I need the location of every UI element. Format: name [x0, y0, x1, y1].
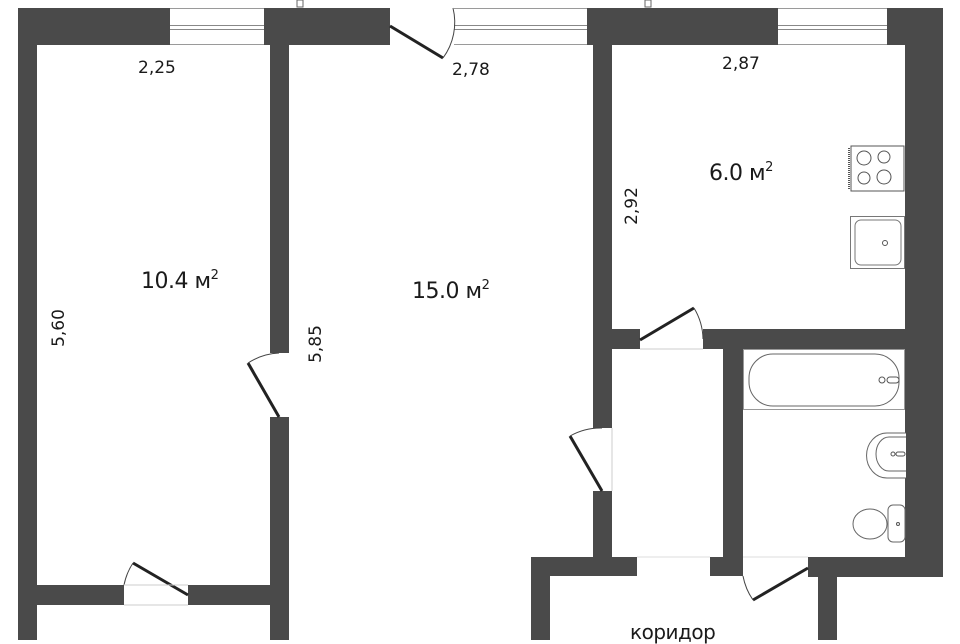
wall-left-center-upper: [270, 8, 289, 353]
wall-corridor-right: [818, 557, 837, 640]
wall-center-right-upper: [593, 8, 612, 428]
sink-icon: [850, 216, 905, 269]
area-left-room-value: 10.4 м: [141, 269, 211, 294]
wall-corridor-top-a: [531, 557, 637, 576]
area-unit-sup: 2: [210, 268, 219, 283]
area-unit-sup: 2: [481, 278, 490, 293]
window-kitchen: [778, 8, 887, 45]
dim-kitchen-width: 2,87: [722, 54, 760, 74]
wall-kitchen-right: [905, 8, 943, 573]
dim-center-room-width: 2,78: [452, 60, 490, 80]
wall-corridor-left: [531, 557, 550, 640]
wall-top-mid-right: [587, 8, 778, 45]
stove-icon: [848, 145, 905, 192]
wall-bathroom-left: [723, 329, 743, 573]
wall-kitchen-bottom-b: [703, 329, 943, 349]
dim-left-room-width: 2,25: [138, 58, 176, 78]
toilet-icon: [852, 504, 906, 543]
area-left-room: 10.4 м2: [141, 268, 219, 294]
dim-left-room-length: 5,60: [48, 309, 69, 347]
wall-left-exterior: [18, 8, 37, 640]
area-center-room: 15.0 м2: [412, 278, 490, 304]
area-unit-sup: 2: [765, 160, 773, 175]
window-center-room: [454, 8, 587, 45]
dim-center-room-length: 5,85: [305, 325, 326, 363]
label-corridor: коридор: [630, 620, 716, 644]
area-kitchen: 6.0 м2: [709, 160, 773, 186]
area-kitchen-value: 6.0 м: [709, 161, 766, 186]
wall-left-center-lower: [270, 417, 289, 640]
area-center-room-value: 15.0 м: [412, 279, 482, 304]
washbasin-icon: [866, 432, 906, 479]
wall-corridor-top-b: [710, 557, 743, 576]
wall-center-right-lower: [593, 491, 612, 566]
wall-top-left: [18, 8, 170, 45]
wall-bathroom-bottom: [808, 557, 943, 577]
wall-left-bottom-a: [18, 585, 124, 605]
window-left-room: [170, 8, 264, 45]
bathtub-icon: [743, 349, 905, 410]
wall-left-bottom-b: [188, 585, 289, 605]
dim-kitchen-length: 2,92: [621, 187, 642, 225]
wall-kitchen-bottom-a: [593, 329, 640, 349]
